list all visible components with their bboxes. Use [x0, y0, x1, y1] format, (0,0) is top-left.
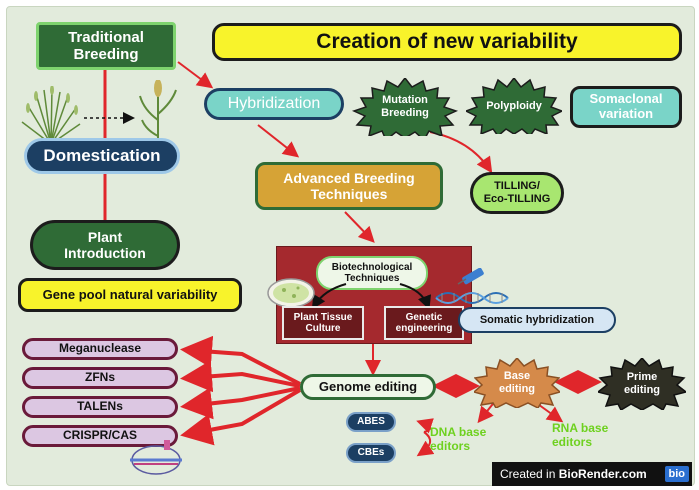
genome-editing-label: Genome editing	[318, 378, 418, 394]
prime-editing-burst-shape	[598, 358, 686, 410]
genetic-engineering-box: Genetic engineering	[384, 306, 464, 340]
biotech-techniques-label: Biotechnological Techniques	[331, 261, 413, 285]
biorender-logo: bio	[664, 466, 689, 482]
advanced-breeding-box: Advanced Breeding Techniques	[255, 162, 443, 210]
nuclease-zfns: ZFNs	[22, 367, 178, 389]
biotech-techniques-box: Biotechnological Techniques	[316, 256, 428, 290]
rna-base-editors-label: RNA base editors	[552, 421, 609, 449]
base-editing-burst	[474, 358, 560, 408]
domestication-label: Domestication	[43, 146, 161, 166]
polyploidy-burst-shape	[466, 78, 562, 134]
mutation-breeding-burst	[351, 78, 459, 136]
cbes-box: CBEs	[346, 443, 396, 463]
base-editing-burst-shape	[474, 358, 560, 408]
watermark-prefix: Created in	[500, 467, 559, 481]
cbes-label: CBEs	[357, 447, 385, 459]
biorender-watermark: Created in BioRender.com bio	[492, 462, 692, 486]
prime-editing-burst	[598, 358, 686, 410]
zfns-label: ZFNs	[85, 370, 115, 385]
arrow-advanced-to-biotech	[344, 211, 375, 243]
arrow-to-abes-cbes	[416, 431, 435, 457]
mutation-breeding-text-wrap: Mutation Breeding	[350, 78, 460, 136]
hybridization-label: Hybridization	[227, 94, 321, 112]
somaclonal-box: Somaclonal variation	[570, 86, 682, 128]
advanced-breeding-label: Advanced Breeding Techniques	[283, 169, 415, 202]
prime-editing-text-wrap: Prime editing	[598, 358, 686, 410]
base-editing-label: Base editing	[498, 370, 536, 395]
plant-tissue-culture-box: Plant Tissue Culture	[282, 306, 364, 340]
dna-syringe-icon	[435, 268, 509, 304]
domestication-box: Domestication	[24, 138, 180, 174]
arrow-genome-to-meganuclease	[180, 335, 301, 386]
somatic-hybridization-box: Somatic hybridization	[458, 307, 616, 333]
gene-pool-label: Gene pool natural variability	[42, 286, 218, 302]
polyploidy-label: Polyploidy	[486, 99, 542, 112]
talens-label: TALENs	[77, 399, 123, 414]
base-editing-text-wrap: Base editing	[474, 358, 560, 408]
page-title: Creation of new variability	[316, 29, 578, 53]
arrow-to-abes	[416, 418, 434, 434]
nuclease-meganuclease: Meganuclease	[22, 338, 178, 360]
arrow-hybridization-to-advanced	[257, 124, 300, 158]
plant-introduction-label: Plant Introduction	[64, 228, 146, 261]
crop-plant-icon	[139, 80, 177, 146]
arrow-genome-to-zfns	[180, 360, 301, 393]
mutation-burst-shape	[351, 78, 459, 136]
meganuclease-label: Meganuclease	[58, 341, 142, 356]
rna-base-editors-text: RNA base editors	[552, 420, 628, 452]
nuclease-talens: TALENs	[22, 396, 178, 418]
arrow-breeding-to-hybridization	[177, 61, 214, 89]
tilling-label: TILLING/ Eco-TILLING	[483, 180, 551, 205]
tilling-box: TILLING/ Eco-TILLING	[470, 172, 564, 214]
crispr-cas-label: CRISPR/CAS	[62, 428, 137, 443]
hybridization-box: Hybridization	[204, 88, 344, 120]
somatic-hybridization-label: Somatic hybridization	[479, 313, 595, 326]
mutation-breeding-label: Mutation Breeding	[381, 94, 429, 119]
petri-dish-icon	[267, 278, 315, 308]
nuclease-crispr-cas: CRISPR/CAS	[22, 425, 178, 447]
abes-label: ABES	[357, 416, 385, 428]
polyploidy-text-wrap: Polyploidy	[466, 78, 562, 134]
prime-editing-label: Prime editing	[623, 371, 661, 396]
gene-pool-box: Gene pool natural variability	[18, 278, 242, 312]
wild-grass-icon	[21, 86, 81, 145]
plant-introduction-box: Plant Introduction	[30, 220, 180, 270]
arrow-genome-to-talens	[180, 386, 301, 420]
genome-editing-box: Genome editing	[300, 374, 436, 400]
somaclonal-label: Somaclonal variation	[589, 91, 663, 121]
watermark-brand: BioRender.com	[558, 467, 647, 481]
biotech-curve-arrows	[311, 283, 432, 310]
dna-base-editors-text: DNA base editors	[430, 424, 506, 456]
genetic-engineering-label: Genetic engineering	[395, 311, 453, 335]
polyploidy-burst	[466, 78, 562, 134]
plant-tissue-culture-label: Plant Tissue Culture	[293, 311, 353, 335]
title-banner: Creation of new variability	[212, 23, 682, 61]
arrow-genome-to-crispr	[180, 388, 302, 446]
abes-box: ABES	[346, 412, 396, 432]
crispr-cas9-icon	[130, 440, 182, 475]
traditional-breeding-label: Traditional Breeding	[68, 28, 144, 63]
dna-base-editors-label: DNA base editors	[430, 425, 487, 453]
traditional-breeding-box: Traditional Breeding	[36, 22, 176, 70]
